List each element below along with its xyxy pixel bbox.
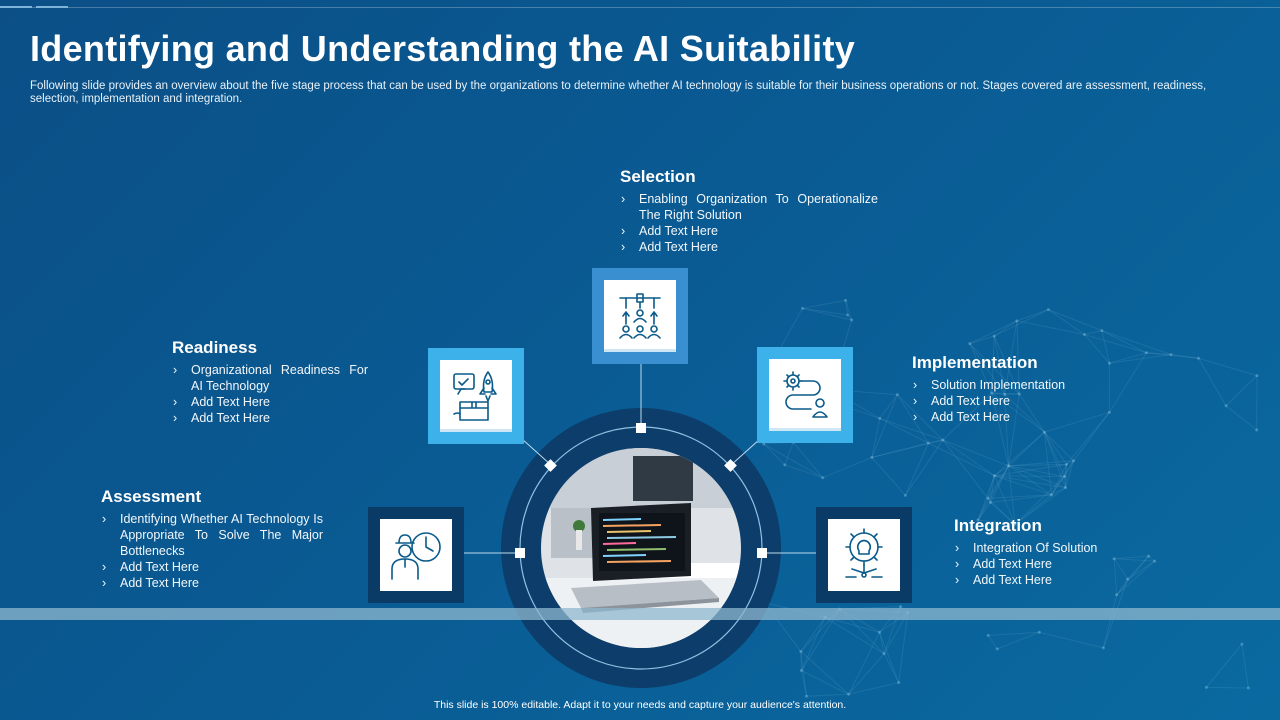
stage-readiness: Readiness Organizational Readiness For A… — [172, 338, 368, 426]
implementation-icon-box — [757, 347, 853, 443]
stage-integration: Integration Integration Of Solution Add … — [954, 516, 1154, 588]
person-clock-icon — [391, 532, 441, 580]
list-item: Integration Of Solution — [954, 540, 1154, 556]
list-item: Add Text Here — [172, 394, 368, 410]
gear-bulb-icon — [845, 528, 883, 578]
stage-list: Identifying Whether AI Technology Is App… — [101, 511, 323, 591]
list-item: Enabling Organization To Operationalize … — [620, 191, 878, 223]
node-selection — [636, 423, 646, 433]
slide-title: Identifying and Understanding the AI Sui… — [30, 28, 856, 69]
stage-selection: Selection Enabling Organization To Opera… — [620, 167, 878, 255]
gear-person-path-icon — [783, 371, 828, 418]
list-item: Solution Implementation — [912, 377, 1112, 393]
selection-icon-box — [592, 268, 688, 364]
stage-title: Selection — [620, 167, 696, 186]
bottom-band — [0, 608, 1280, 620]
stage-title: Integration — [954, 516, 1042, 535]
stage-list: Enabling Organization To Operationalize … — [620, 191, 878, 255]
list-item: Add Text Here — [620, 223, 878, 239]
top-rule-accent — [0, 6, 32, 8]
stage-title: Implementation — [912, 353, 1038, 372]
list-item: Add Text Here — [101, 559, 323, 575]
footer-note: This slide is 100% editable. Adapt it to… — [433, 699, 847, 711]
top-rule — [0, 6, 1280, 8]
list-item: Organizational Readiness For AI Technolo… — [172, 362, 368, 394]
readiness-icon-box — [428, 348, 524, 444]
list-item: Add Text Here — [954, 556, 1154, 572]
stage-title: Readiness — [172, 338, 258, 357]
list-item: Add Text Here — [912, 409, 1112, 425]
top-rule-accent — [36, 6, 68, 8]
list-item: Add Text Here — [912, 393, 1112, 409]
integration-icon-box — [816, 507, 912, 603]
stage-list: Organizational Readiness For AI Technolo… — [172, 362, 368, 426]
team-hierarchy-icon — [619, 293, 661, 339]
stage-implementation: Implementation Solution Implementation A… — [912, 353, 1112, 425]
node-assessment — [515, 548, 525, 558]
list-item: Add Text Here — [101, 575, 323, 591]
rocket-chat-icon — [453, 371, 497, 421]
stage-assessment: Assessment Identifying Whether AI Techno… — [101, 487, 323, 591]
list-item: Add Text Here — [620, 239, 878, 255]
list-item: Add Text Here — [954, 572, 1154, 588]
slide-subtitle: Following slide provides an overview abo… — [30, 80, 1207, 105]
list-item: Identifying Whether AI Technology Is App… — [101, 511, 323, 559]
stage-title: Assessment — [101, 487, 202, 506]
assessment-icon-box — [368, 507, 464, 603]
node-integration — [757, 548, 767, 558]
stage-list: Solution Implementation Add Text Here Ad… — [912, 377, 1112, 425]
list-item: Add Text Here — [172, 410, 368, 426]
stage-list: Integration Of Solution Add Text Here Ad… — [954, 540, 1154, 588]
